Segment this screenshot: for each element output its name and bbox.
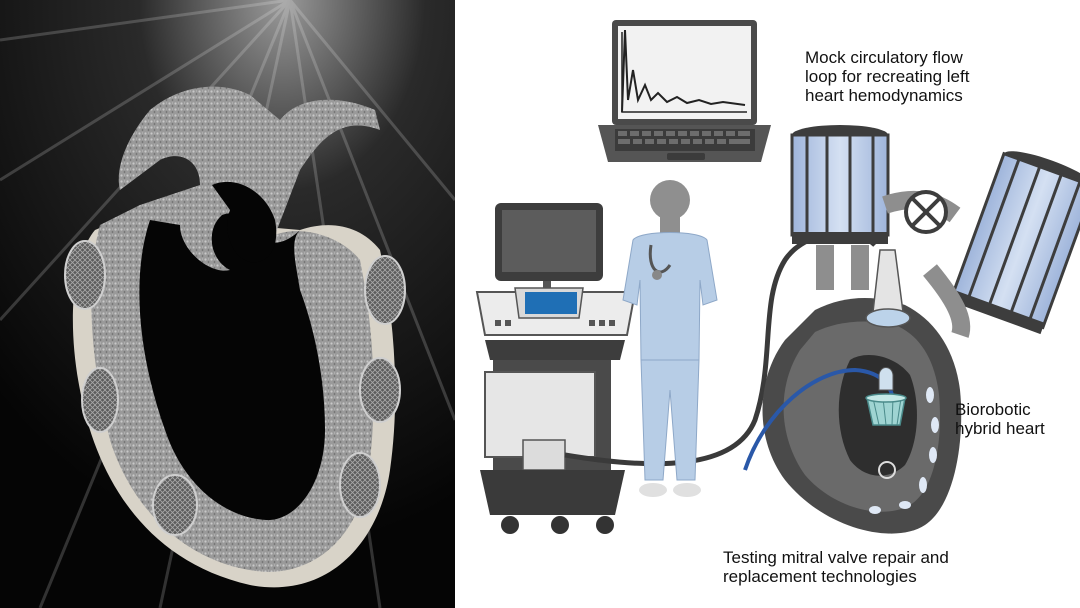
clinician-icon (622, 180, 718, 497)
setup-schematic: Mock circulatory flow loop for recreatin… (455, 0, 1080, 608)
testing-technologies-label: Testing mitral valve repair and replacem… (723, 548, 949, 586)
heart-cross-section-photo (0, 0, 455, 608)
laptop-icon (598, 20, 771, 162)
valve-icon (904, 190, 948, 234)
hybrid-heart-label: Biorobotic hybrid heart (955, 400, 1045, 438)
flow-loop-label: Mock circulatory flow loop for recreatin… (805, 48, 970, 105)
heart-icon (762, 298, 962, 534)
mitral-valve-device-icon (865, 367, 907, 479)
heart-photo-illustration (0, 0, 455, 608)
reservoir-icon (790, 125, 890, 244)
schematic-illustration (475, 20, 1080, 534)
reservoir-icon (950, 151, 1080, 335)
ultrasound-probe-icon (865, 249, 911, 328)
ultrasound-machine-icon (475, 203, 637, 534)
